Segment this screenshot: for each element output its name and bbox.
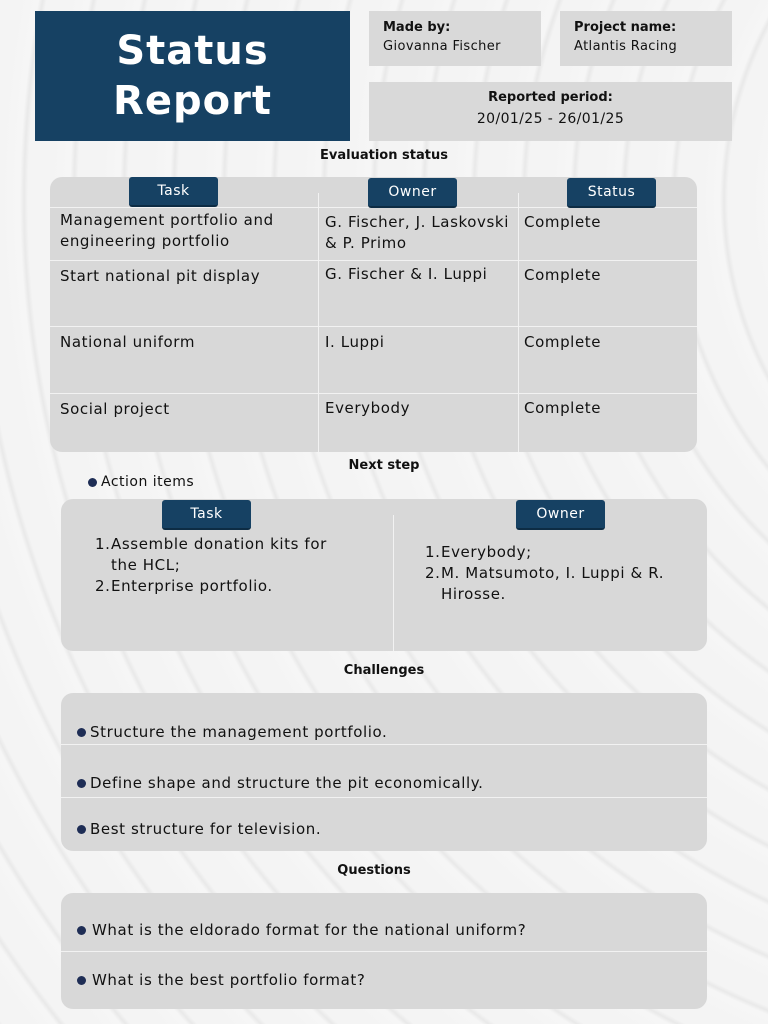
row-divider — [50, 393, 697, 394]
list-item: 1.Everybody; — [425, 543, 532, 561]
table-cell-task: Management portfolio and engineering por… — [60, 211, 274, 250]
bullet-icon — [77, 824, 86, 834]
table-cell-status: Complete — [524, 266, 602, 284]
column-header-owner: Owner — [368, 178, 457, 208]
title-line-1: Status — [116, 28, 269, 74]
list-item: Structure the management portfolio. — [77, 723, 387, 741]
list-item: 1.Assemble donation kits for the HCL; — [95, 535, 327, 574]
row-divider — [61, 797, 707, 798]
next-step-owner-list: 1.Everybody; 2.M. Matsumoto, I. Luppi & … — [425, 542, 665, 605]
list-item: What is the best portfolio format? — [77, 971, 365, 989]
column-divider — [318, 193, 319, 452]
questions-title: Questions — [337, 863, 411, 878]
row-divider — [61, 951, 707, 952]
table-cell-owner: I. Luppi — [325, 333, 385, 351]
column-header-task: Task — [162, 500, 251, 530]
reported-period-value: 20/01/25 - 26/01/25 — [476, 111, 625, 127]
table-cell-status: Complete — [524, 213, 602, 231]
evaluation-table: Task Owner Status Management portfolio a… — [50, 177, 697, 452]
list-item: Define shape and structure the pit econo… — [77, 774, 484, 792]
questions-panel: What is the eldorado format for the nati… — [61, 893, 707, 1009]
action-items-label: Action items — [101, 474, 195, 490]
title-line-2: Report — [113, 78, 272, 124]
reported-period-label: Reported period: — [488, 90, 613, 105]
evaluation-status-title: Evaluation status — [320, 148, 448, 163]
row-divider — [50, 260, 697, 261]
row-divider — [50, 326, 697, 327]
bullet-icon — [77, 727, 86, 737]
project-name-label: Project name: — [574, 20, 677, 35]
column-header-status: Status — [567, 178, 656, 208]
next-step-title: Next step — [348, 458, 420, 473]
challenges-panel: Structure the management portfolio. Defi… — [61, 693, 707, 851]
list-item: Best structure for television. — [77, 820, 321, 838]
table-cell-status: Complete — [524, 399, 602, 417]
reported-period-box: Reported period: 20/01/25 - 26/01/25 — [369, 82, 732, 141]
challenges-title: Challenges — [343, 663, 425, 678]
made-by-label: Made by: — [383, 20, 451, 35]
made-by-value: Giovanna Fischer — [383, 39, 501, 54]
row-divider — [61, 744, 707, 745]
table-cell-task: Social project — [60, 400, 170, 418]
list-item: 2.M. Matsumoto, I. Luppi & R. Hirosse. — [425, 564, 665, 603]
next-step-task-list: 1.Assemble donation kits for the HCL; 2.… — [95, 534, 355, 597]
title-block: Status Report — [35, 11, 350, 141]
table-cell-owner: G. Fischer & I. Luppi — [325, 265, 488, 283]
table-cell-owner: Everybody — [325, 399, 411, 417]
bullet-icon — [77, 925, 86, 935]
list-item: 2.Enterprise portfolio. — [95, 577, 273, 595]
bullet-icon — [88, 477, 97, 487]
column-divider — [393, 515, 394, 651]
table-cell-task: Start national pit display — [60, 267, 261, 285]
column-header-owner: Owner — [516, 500, 605, 530]
table-cell-task: National uniform — [60, 333, 196, 351]
table-cell-owner: G. Fischer, J. Laskovski & P. Primo — [325, 213, 509, 252]
action-items-bullet: Action items — [88, 474, 194, 490]
project-name-value: Atlantis Racing — [574, 39, 678, 54]
column-divider — [518, 193, 519, 452]
made-by-box: Made by: Giovanna Fischer — [369, 11, 541, 66]
table-cell-status: Complete — [524, 333, 602, 351]
bullet-icon — [77, 778, 86, 788]
list-item: What is the eldorado format for the nati… — [77, 921, 526, 939]
bullet-icon — [77, 975, 86, 985]
column-header-task: Task — [129, 177, 218, 207]
next-step-panel: Task Owner 1.Assemble donation kits for … — [61, 499, 707, 651]
project-name-box: Project name: Atlantis Racing — [560, 11, 732, 66]
